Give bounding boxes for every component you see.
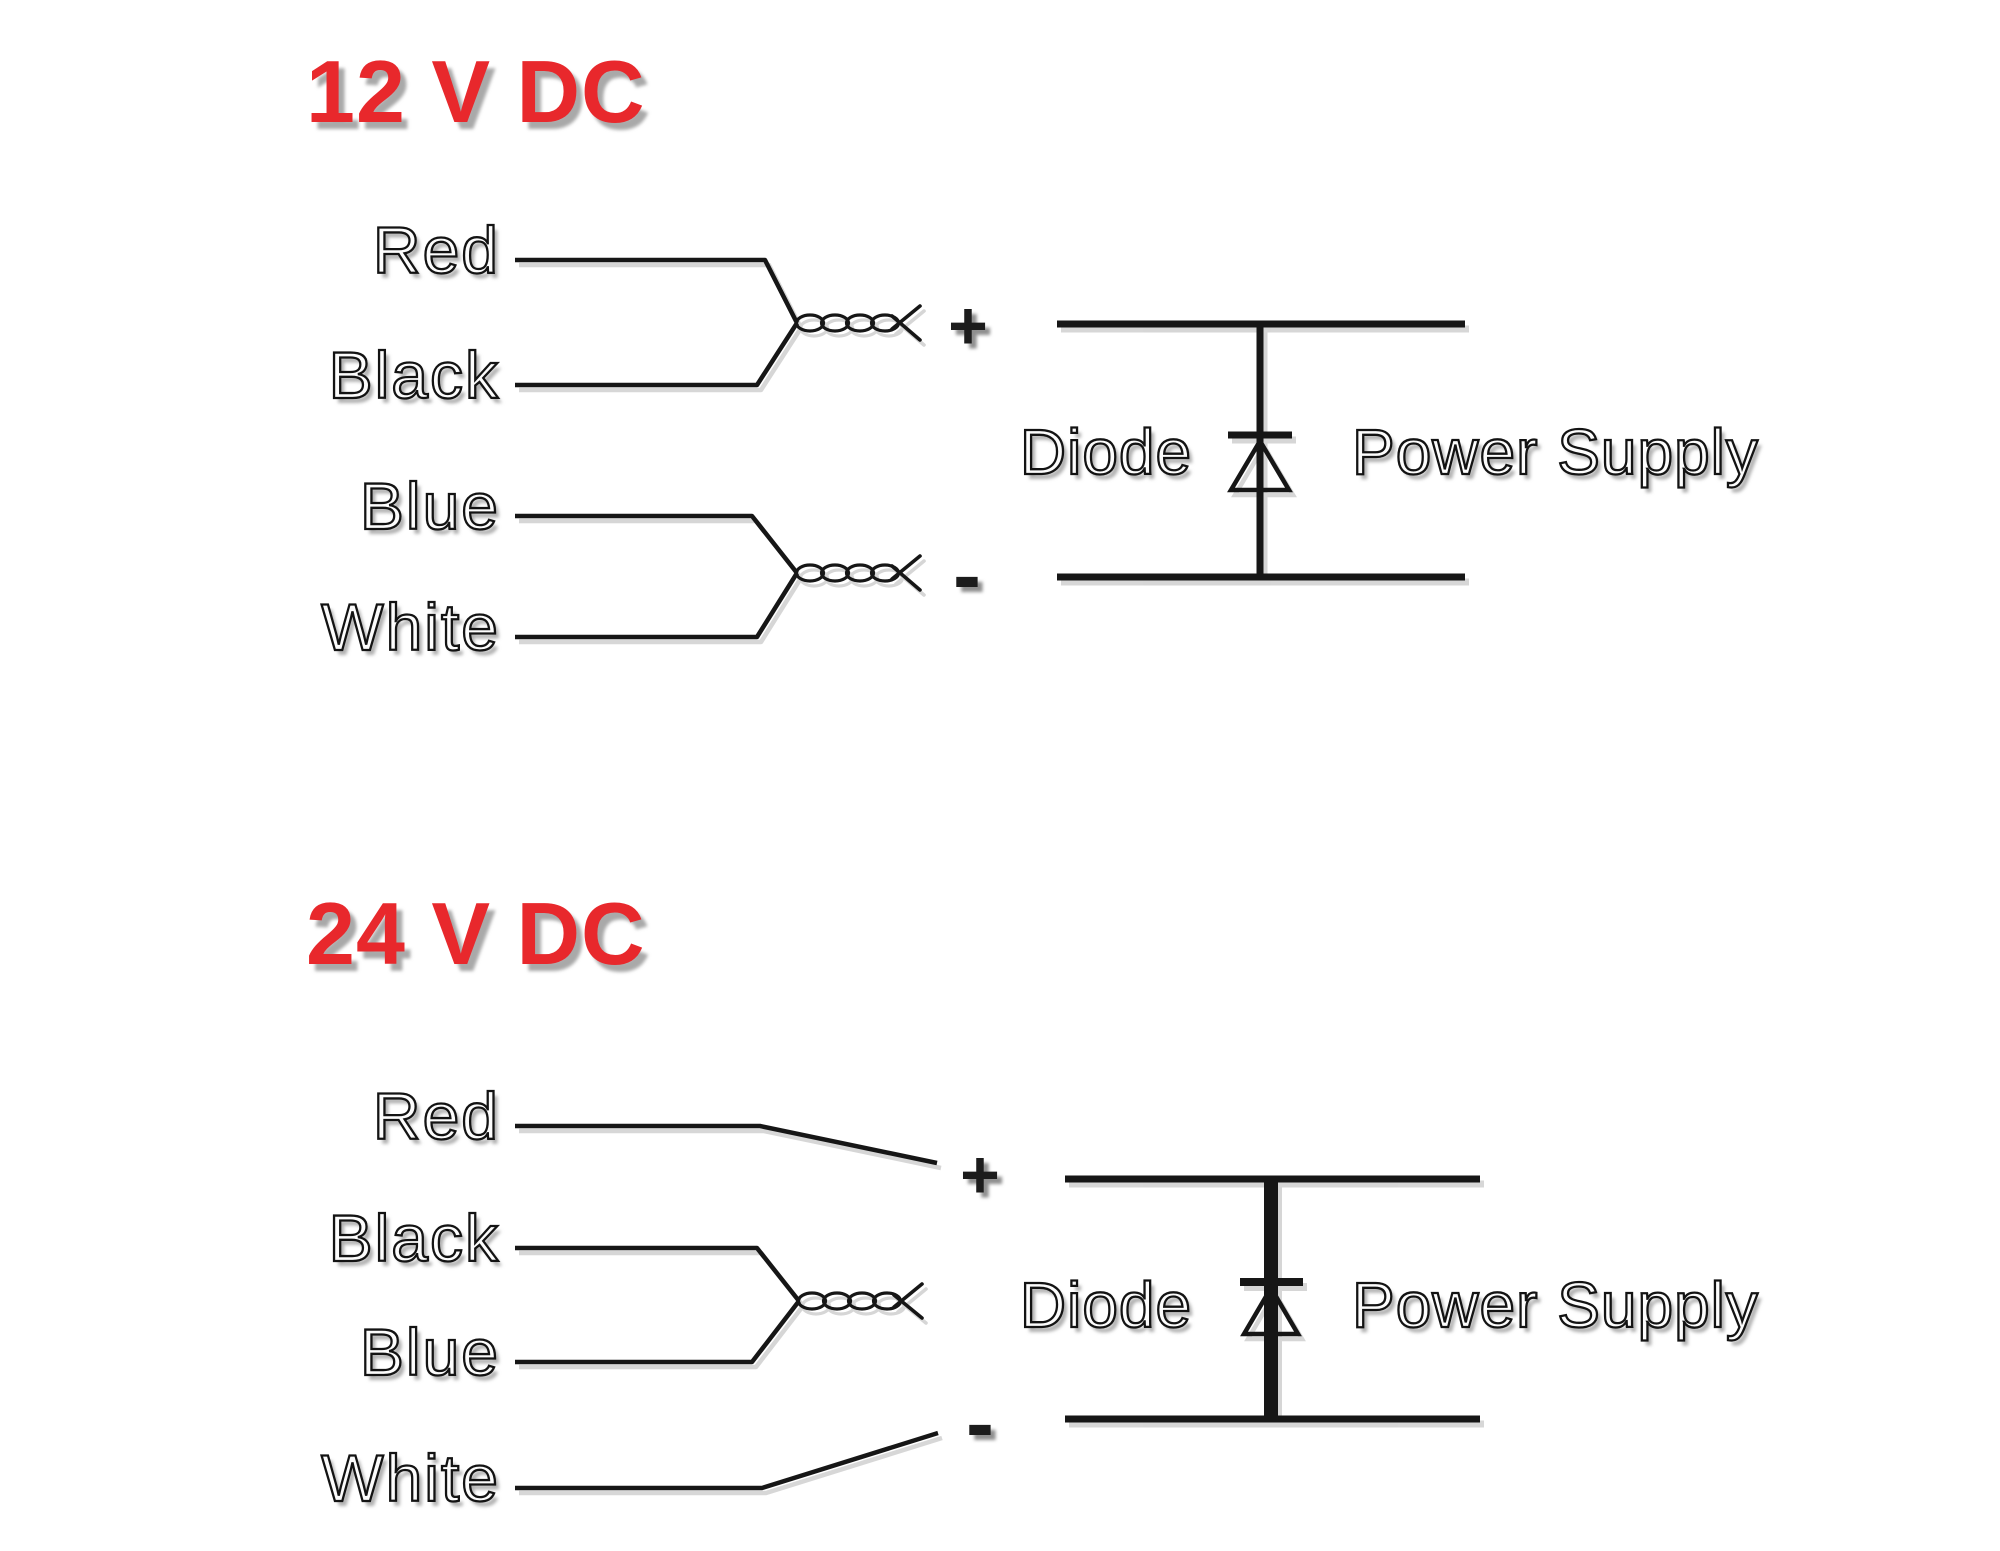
power-supply-label-24v: Power Supply	[1351, 1268, 1759, 1342]
wire-label-red-12v: Red	[372, 212, 500, 288]
wire-label-black-24v: Black	[327, 1200, 500, 1276]
wire-label-black-12v: Black	[327, 337, 500, 413]
minus-terminal-12v: -	[953, 528, 981, 622]
section-title-12v: 12 V DC	[306, 42, 646, 141]
section-title-24v: 24 V DC	[306, 884, 646, 983]
wire-label-white-12v: White	[320, 589, 500, 665]
wire-label-red-24v: Red	[372, 1078, 500, 1154]
wire-label-white-24v: White	[320, 1440, 500, 1516]
power-supply-label-12v: Power Supply	[1351, 415, 1759, 489]
minus-terminal-24v: -	[966, 1376, 994, 1470]
diode-label-24v: Diode	[1019, 1268, 1193, 1342]
plus-terminal-12v: +	[948, 288, 988, 364]
diode-label-12v: Diode	[1019, 415, 1193, 489]
wire-label-blue-24v: Blue	[359, 1314, 500, 1390]
plus-terminal-24v: +	[960, 1137, 1000, 1213]
wire-label-blue-12v: Blue	[359, 468, 500, 544]
